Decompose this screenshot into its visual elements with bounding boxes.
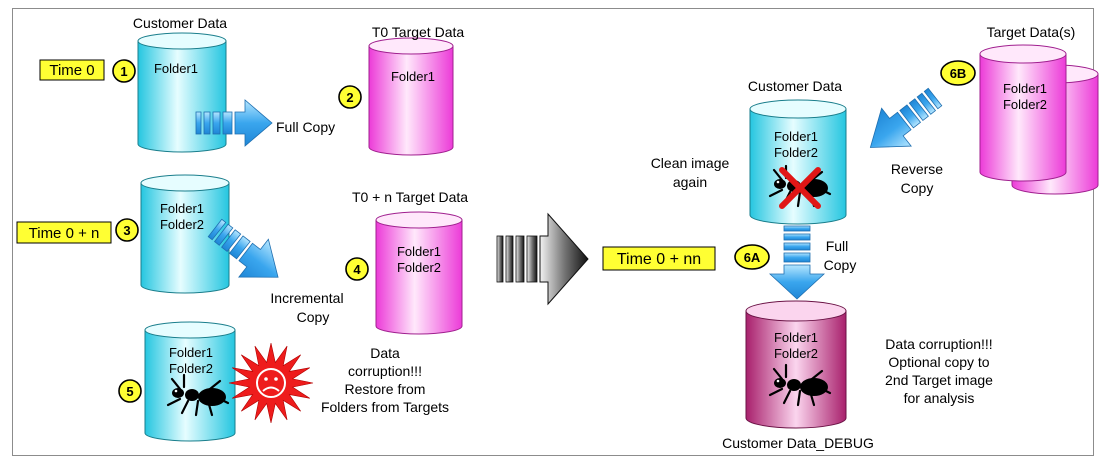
- folder-label: Folder2: [160, 217, 204, 232]
- debug-note: for analysis: [904, 390, 975, 406]
- restore-note: Restore from: [345, 381, 426, 397]
- debug-note: Data corruption!!!: [885, 336, 992, 352]
- debug-note: 2nd Target image: [885, 372, 993, 388]
- step-6b-number: 6B: [950, 66, 967, 81]
- customer-data-cylinder-2: [140, 174, 230, 294]
- clean-image-note: again: [673, 174, 707, 190]
- step-6a-badge: [734, 244, 770, 270]
- step-5-badge: [118, 379, 142, 403]
- bug-icon: [166, 373, 230, 417]
- incremental-copy-label: Incremental: [270, 290, 343, 306]
- restore-note: Data: [370, 345, 400, 361]
- full-copy-label: Full Copy: [276, 119, 335, 135]
- step-4-badge: [345, 257, 369, 281]
- step-1-number: 1: [120, 64, 127, 79]
- folder-label: Folder1: [169, 345, 213, 360]
- folder-label: Folder1: [774, 330, 818, 345]
- folder-label: Folder1: [160, 201, 204, 216]
- red-x-icon: [779, 167, 821, 209]
- t0-target-cylinder: [368, 37, 454, 156]
- customer-data-debug-title: Customer Data_DEBUG: [722, 435, 874, 451]
- step-1-badge: [112, 59, 136, 83]
- folder-label: Folder1: [774, 129, 818, 144]
- step-6b-badge: [940, 60, 976, 86]
- incremental-copy-label: Copy: [297, 309, 330, 325]
- step-3-number: 3: [123, 223, 130, 238]
- customer-data-debug-cylinder: [745, 300, 847, 429]
- folder-label: Folder2: [397, 260, 441, 275]
- folder-label: Folder2: [169, 361, 213, 376]
- folder-label: Folder2: [1003, 97, 1047, 112]
- customer-data-title-2: Customer Data: [748, 78, 842, 94]
- incremental-copy-arrow: [207, 218, 279, 278]
- debug-note: Optional copy to: [888, 354, 989, 370]
- restore-note: corruption!!!: [348, 363, 422, 379]
- full-copy-label-2: Copy: [824, 257, 857, 273]
- folder-label: Folder1: [391, 69, 435, 84]
- corrupted-customer-data-cylinder: [144, 321, 236, 442]
- restore-note: Folders from Targets: [321, 399, 449, 415]
- full-copy-label-2: Full: [826, 238, 849, 254]
- full-copy-down-arrow: [768, 225, 826, 300]
- customer-data-title-1: Customer Data: [133, 15, 227, 31]
- reverse-copy-arrow: [869, 87, 943, 148]
- svg-text:Time 0 + nn: Time 0 + nn: [617, 251, 701, 268]
- folder-label: Folder1: [397, 244, 441, 259]
- t0n-target-cylinder: [375, 211, 463, 335]
- t0n-target-title: T0 + n Target Data: [352, 189, 468, 205]
- time-0-label: Time 0: [39, 59, 105, 81]
- target-data-stacked-cylinders: [979, 44, 1099, 195]
- step-4-number: 4: [353, 262, 361, 277]
- bug-icon: [768, 363, 832, 407]
- reverse-copy-label: Copy: [901, 180, 934, 196]
- step-2-badge: [338, 85, 362, 109]
- reverse-copy-label: Reverse: [891, 161, 943, 177]
- svg-text:Time 0: Time 0: [49, 62, 94, 79]
- full-copy-arrow: [195, 99, 273, 147]
- folder-label: Folder1: [154, 61, 198, 76]
- big-transition-arrow: [496, 212, 589, 306]
- clean-image-note: Clean image: [651, 155, 730, 171]
- folder-label: Folder2: [774, 145, 818, 160]
- time-0-nn-label: Time 0 + nn: [602, 246, 716, 271]
- svg-text:Time 0 + n: Time 0 + n: [29, 225, 100, 242]
- step-3-badge: [115, 218, 139, 242]
- t0-target-title: T0 Target Data: [372, 24, 465, 40]
- step-2-number: 2: [346, 90, 353, 105]
- step-5-number: 5: [126, 384, 133, 399]
- time-0-n-label: Time 0 + n: [16, 221, 112, 244]
- diagram-frame: [12, 8, 1094, 456]
- folder-label: Folder2: [774, 346, 818, 361]
- target-data-s-title: Target Data(s): [987, 24, 1076, 40]
- step-6a-number: 6A: [744, 250, 761, 265]
- error-starburst-icon: [228, 343, 314, 423]
- folder-label: Folder1: [1003, 81, 1047, 96]
